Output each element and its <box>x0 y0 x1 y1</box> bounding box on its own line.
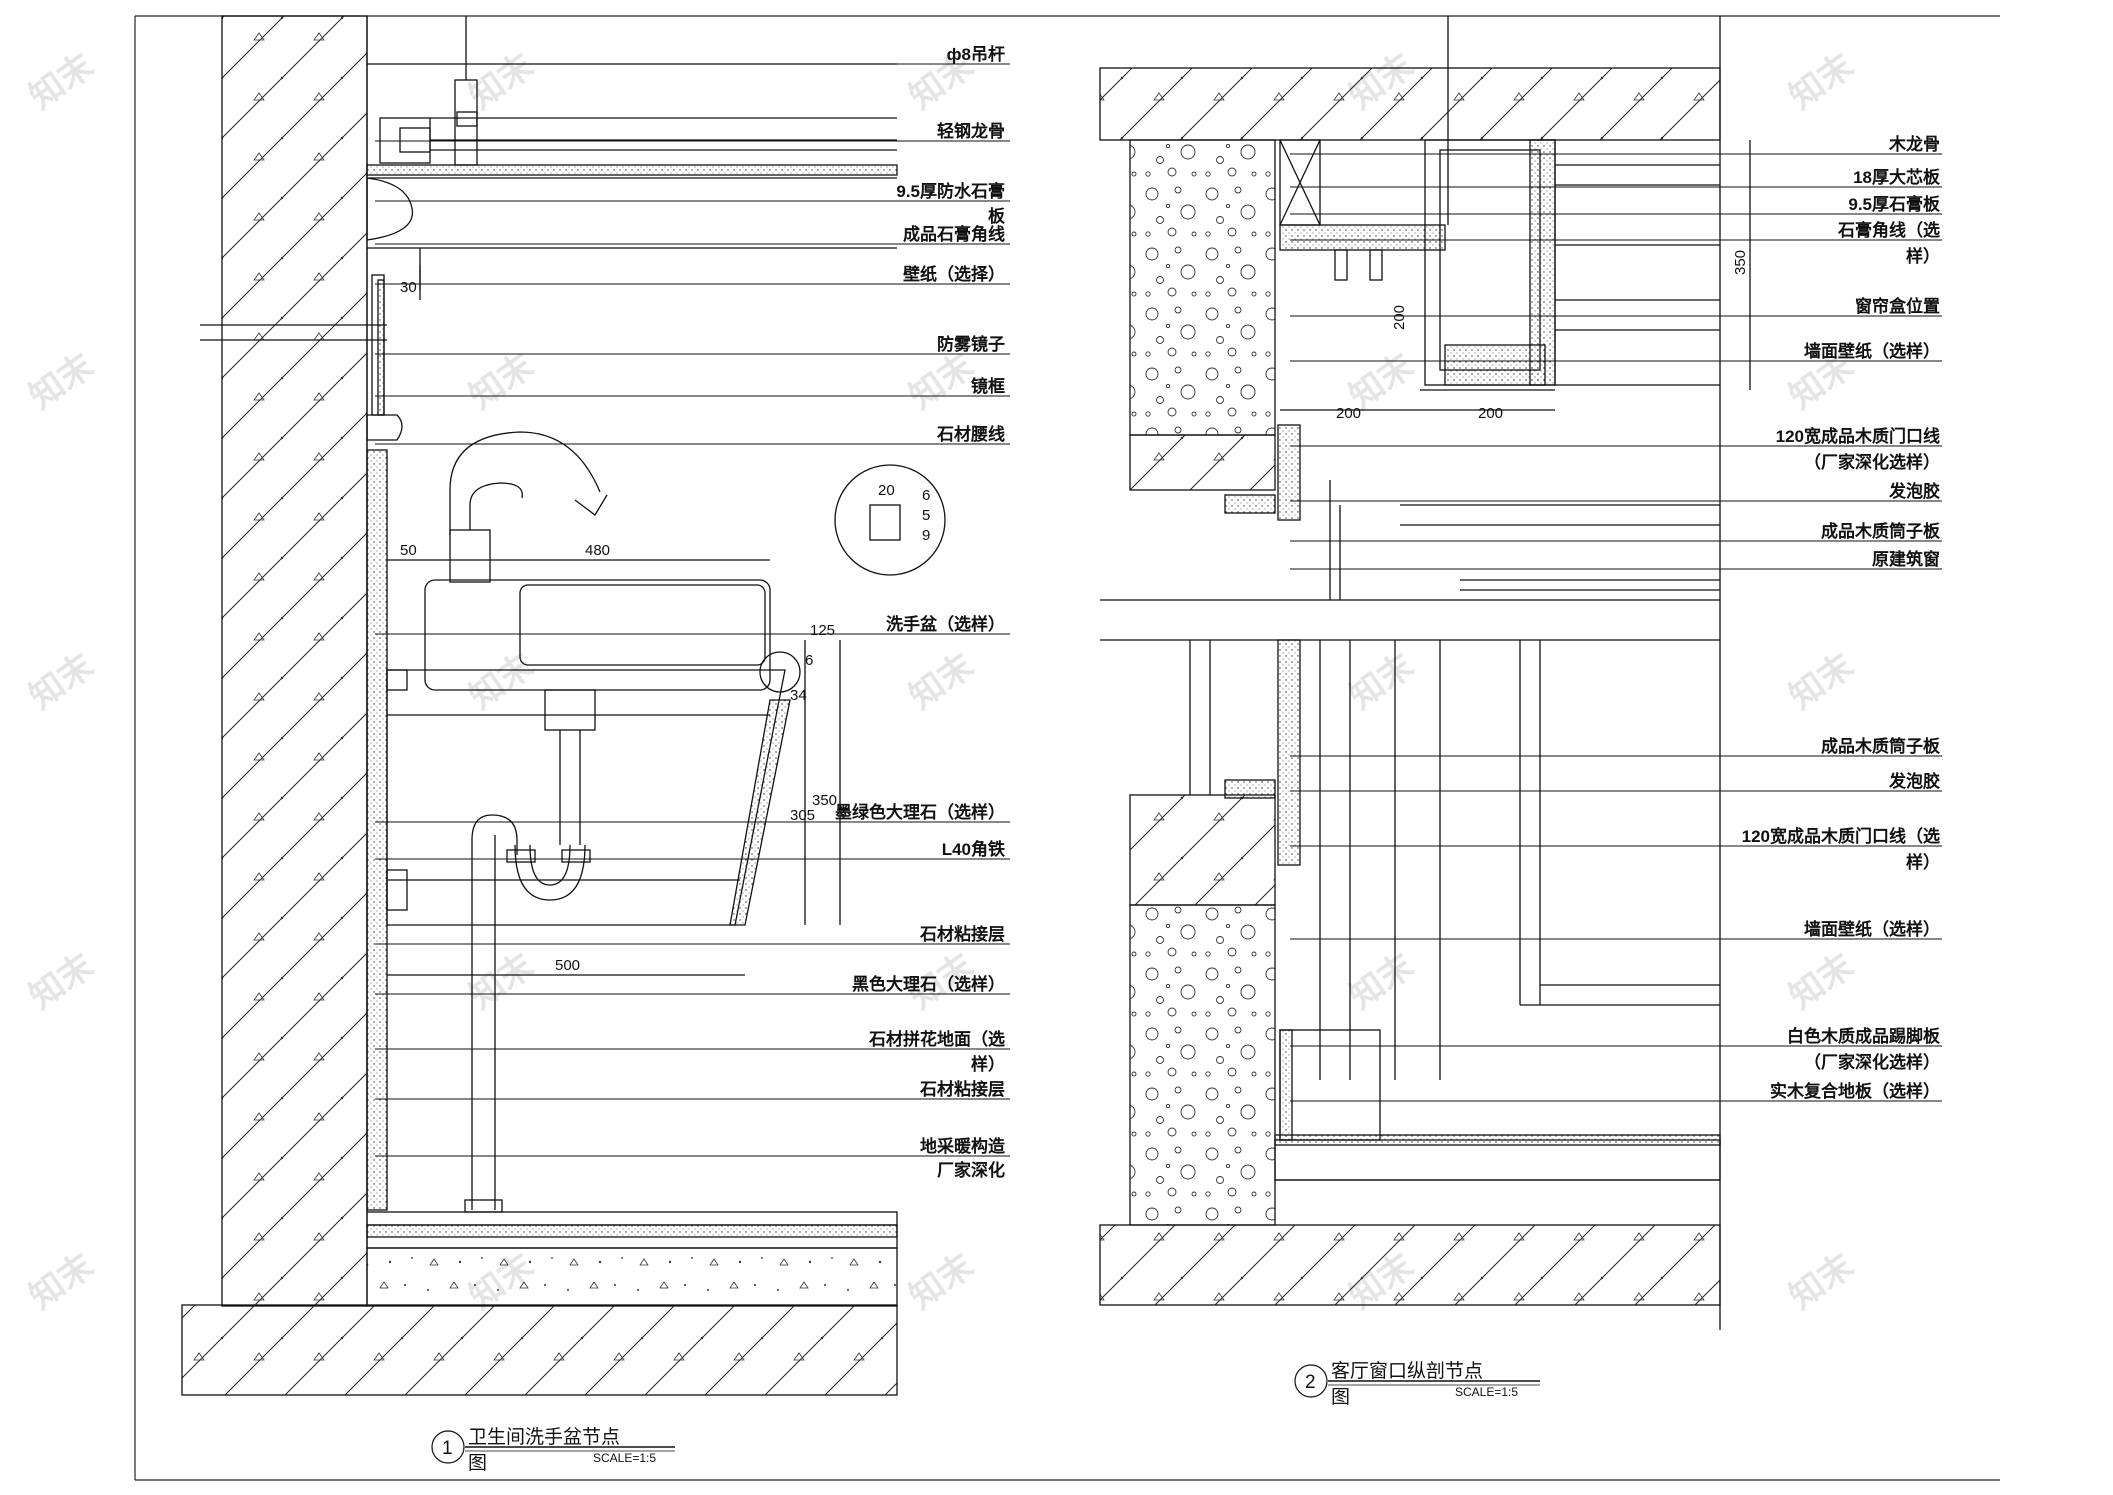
label: L40角铁 <box>942 839 1005 859</box>
label: 墙面壁纸（选样） <box>1804 341 1940 361</box>
label: 9.5厚防水石膏 <box>896 181 1005 201</box>
label: 墨绿色大理石（选样） <box>835 802 1005 822</box>
label: 壁纸（选择） <box>903 264 1005 284</box>
label: 石材粘接层 <box>919 1079 1005 1099</box>
watermark-text: 知末 <box>463 46 540 116</box>
label: 18厚大芯板 <box>1853 167 1941 187</box>
watermark-text: 知末 <box>463 646 540 716</box>
label: 发泡胶 <box>1888 481 1940 501</box>
label: 镜框 <box>971 376 1005 396</box>
label: 石材腰线 <box>936 424 1005 444</box>
label: 发泡胶 <box>1888 771 1940 791</box>
watermark-text: 知末 <box>23 646 100 716</box>
label: 石膏角线（选 <box>1837 220 1940 240</box>
detail-2-leaders <box>1290 153 1942 1102</box>
dimension: 30 <box>400 279 417 296</box>
watermark-text: 知末 <box>1343 946 1420 1016</box>
watermark-text: 知末 <box>903 346 980 416</box>
label: 墙面壁纸（选样） <box>1804 919 1940 939</box>
dimension: 9 <box>922 527 930 544</box>
detail-1-title-block: 1 卫生间洗手盆节点 图 SCALE=1:5 <box>431 1426 675 1474</box>
label: 石材拼花地面（选 <box>868 1029 1005 1049</box>
detail-scale: SCALE=1:5 <box>1455 1385 1518 1399</box>
dimension: 200 <box>1336 405 1361 422</box>
label: 窗帘盒位置 <box>1855 296 1940 316</box>
detail-title: 客厅窗口纵剖节点 <box>1331 1360 1483 1382</box>
label: 成品石膏角线 <box>903 224 1005 244</box>
detail-1-labels: ф8吊杆 轻钢龙骨 9.5厚防水石膏 板 成品石膏角线 壁纸（选择） 防雾镜子 … <box>835 45 1006 1180</box>
label: 实木复合地板（选样） <box>1770 1081 1940 1101</box>
label: 原建筑窗 <box>1872 549 1940 569</box>
dimension: 20 <box>878 482 895 499</box>
watermark-text: 知末 <box>903 1246 980 1316</box>
watermark-text: 知末 <box>23 346 100 416</box>
label: 120宽成品木质门口线（选 <box>1742 826 1940 846</box>
label: 成品木质筒子板 <box>1821 521 1941 541</box>
dimension: 125 <box>810 622 835 639</box>
label: （厂家深化选样） <box>1804 452 1940 472</box>
label: 样） <box>971 1054 1005 1074</box>
dimension: 350 <box>1732 250 1749 275</box>
label: 洗手盆（选样） <box>886 614 1005 634</box>
dimension: 200 <box>1391 305 1408 330</box>
label: 板 <box>988 206 1006 226</box>
dimension: 200 <box>1478 405 1503 422</box>
detail-number: 1 <box>442 1438 453 1459</box>
detail-1-leaders <box>375 63 1010 1157</box>
detail-title-suffix: 图 <box>1331 1387 1350 1408</box>
dimension: 500 <box>555 957 580 974</box>
dimension: 480 <box>585 542 610 559</box>
label: 地采暖构造 <box>920 1136 1006 1156</box>
label: 白色木质成品踢脚板 <box>1787 1026 1941 1046</box>
label: 样） <box>1906 852 1940 872</box>
watermark-text: 知末 <box>23 46 100 116</box>
watermark-text: 知末 <box>463 346 540 416</box>
label: 黑色大理石（选样） <box>852 974 1005 994</box>
label: 木龙骨 <box>1888 134 1940 154</box>
detail-1-dimensions: 30 50 480 20 5 6 9 125 6 34 350 305 500 <box>400 279 930 974</box>
watermark-text: 知末 <box>23 1246 100 1316</box>
detail-number: 2 <box>1305 1372 1316 1393</box>
dimension: 6 <box>805 652 813 669</box>
sheet-frame <box>134 15 2000 1481</box>
label: 石材粘接层 <box>919 924 1005 944</box>
label: 轻钢龙骨 <box>937 121 1005 141</box>
dimension: 305 <box>790 807 815 824</box>
detail-2-dimensions: 350 200 200 200 <box>1336 250 1749 422</box>
label: 9.5厚石膏板 <box>1848 194 1941 214</box>
label: 成品木质筒子板 <box>1821 736 1941 756</box>
label: 防雾镜子 <box>937 334 1005 354</box>
watermark-text: 知末 <box>1783 946 1860 1016</box>
watermark-text: 知末 <box>463 946 540 1016</box>
label: 样） <box>1906 246 1940 266</box>
watermark-text: 知末 <box>1783 46 1860 116</box>
watermark-text: 知末 <box>1783 646 1860 716</box>
dimension: 50 <box>400 542 417 559</box>
watermark-text: 知末 <box>903 646 980 716</box>
dimension: 34 <box>790 687 807 704</box>
label: （厂家深化选样） <box>1804 1052 1940 1072</box>
dimension: 350 <box>812 792 837 809</box>
detail-2-labels: 木龙骨 18厚大芯板 9.5厚石膏板 石膏角线（选 样） 窗帘盒位置 墙面壁纸（… <box>1742 134 1941 1101</box>
watermark-text: 知末 <box>1783 1246 1860 1316</box>
detail-2-title-block: 2 客厅窗口纵剖节点 图 SCALE=1:5 <box>1294 1360 1540 1408</box>
detail-title-suffix: 图 <box>468 1453 487 1474</box>
detail-1-washbasin <box>181 15 946 1396</box>
detail-scale: SCALE=1:5 <box>593 1451 656 1465</box>
dimension: 6 <box>922 487 930 504</box>
detail-2-window <box>1099 16 1751 1330</box>
watermark-text: 知末 <box>23 946 100 1016</box>
label: ф8吊杆 <box>947 45 1005 64</box>
label: 厂家深化 <box>937 1160 1005 1180</box>
watermark-text: 知末 <box>1343 646 1420 716</box>
detail-title: 卫生间洗手盆节点 <box>468 1426 620 1448</box>
dimension: 5 <box>922 507 930 524</box>
label: 120宽成品木质门口线 <box>1776 426 1940 446</box>
